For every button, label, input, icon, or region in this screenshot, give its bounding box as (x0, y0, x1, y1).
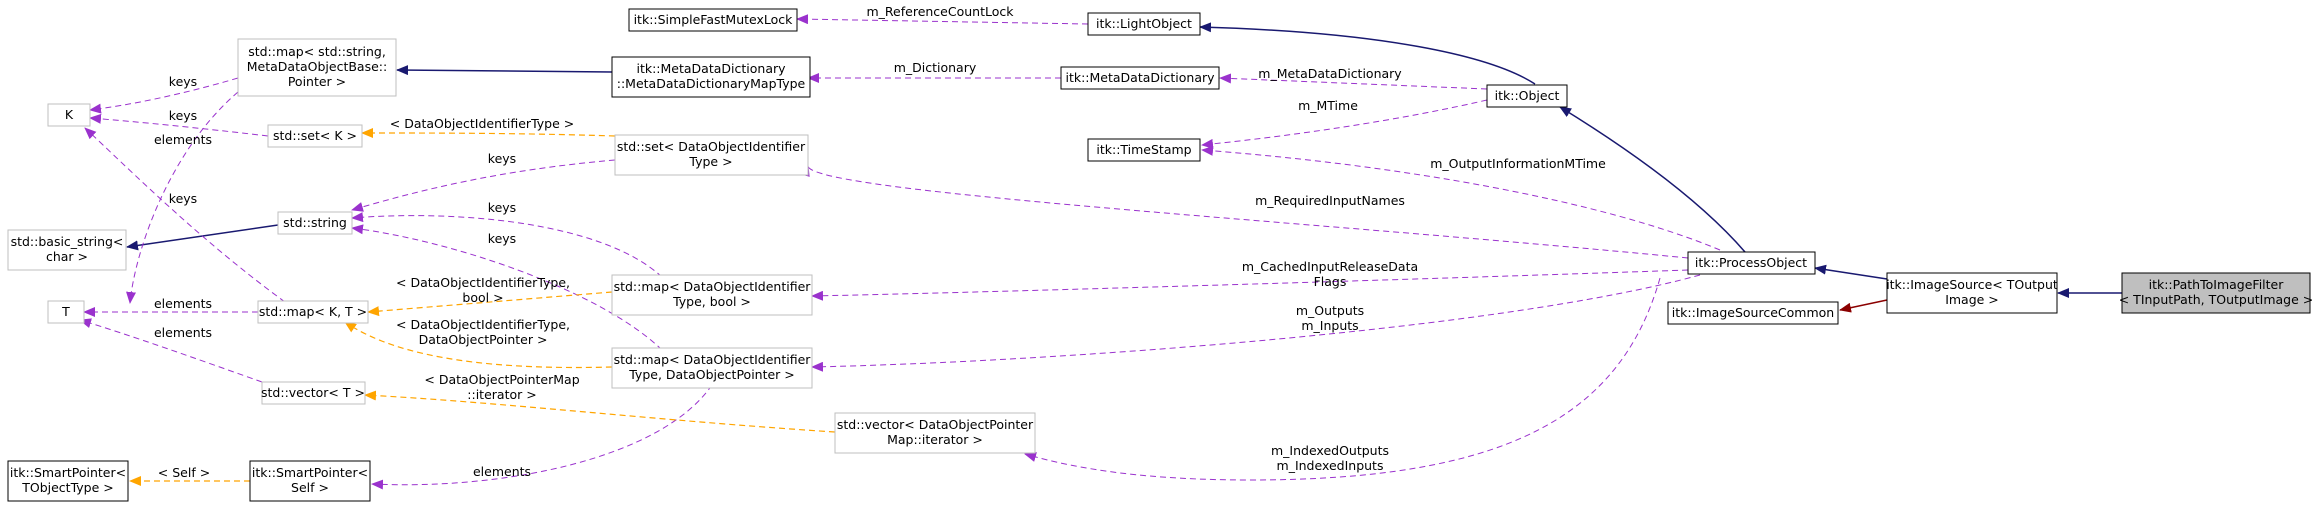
label-m-referencecountlock: m_ReferenceCountLock (867, 4, 1015, 19)
edge-elements-smartpointer (371, 384, 713, 490)
node-object[interactable]: itk::Object (1486, 84, 1568, 108)
edge-template-dopmap-iterator (364, 390, 836, 433)
label-keys-set: keys (169, 108, 197, 123)
edge-imagesource-to-imagesourcecommon (1839, 299, 1888, 313)
node-k[interactable]: K (47, 103, 91, 127)
edge-outputs-inputs (811, 274, 1701, 372)
edge-processobject-to-object (1559, 106, 1746, 253)
svg-text:itk::TimeStamp: itk::TimeStamp (1096, 142, 1191, 157)
edges (79, 14, 2122, 490)
node-pathtoimagefilter[interactable]: itk::PathToImageFilter< TInputPath, TOut… (2119, 272, 2314, 314)
node-simplefastmutexlock[interactable]: itk::SimpleFastMutexLock (628, 8, 798, 32)
node-smartpointer-self[interactable]: itk::SmartPointer<Self > (249, 460, 371, 502)
edge-keys-set (89, 113, 269, 137)
edge-template-doi-dop (344, 321, 613, 369)
label-keys-kt: keys (169, 191, 197, 206)
edge-labels: m_ReferenceCountLock m_Dictionary m_Meta… (154, 4, 1606, 480)
svg-text:itk::MetaDataDictionary: itk::MetaDataDictionary (1065, 70, 1215, 85)
node-stdmap-metadata[interactable]: std::map< std::string,MetaDataObjectBase… (237, 38, 397, 97)
edge-imagesource-to-processobject (1814, 264, 1888, 280)
label-elements-t: elements (154, 296, 212, 311)
svg-text:itk::PathToImageFilter< TInput: itk::PathToImageFilter< TInputPath, TOut… (2119, 277, 2314, 307)
svg-text:itk::ImageSourceCommon: itk::ImageSourceCommon (1672, 305, 1834, 320)
svg-text:std::map< std::string,MetaData: std::map< std::string,MetaDataObjectBase… (247, 44, 387, 89)
edge-referencecountlock (796, 14, 1089, 25)
label-doi-bool: < DataObjectIdentifierType,bool > (396, 275, 570, 305)
label-dopmap-iterator: < DataObjectPointerMap::iterator > (424, 372, 579, 402)
svg-text:itk::ImageSource< TOutputImage: itk::ImageSource< TOutputImage > (1886, 277, 2058, 307)
label-m-metadatadictionary: m_MetaDataDictionary (1258, 66, 1402, 81)
node-basicstring[interactable]: std::basic_string<char > (7, 229, 127, 271)
edge-keys-string (351, 159, 616, 212)
edge-keys-map (89, 77, 239, 114)
svg-text:itk::Object: itk::Object (1495, 88, 1560, 103)
label-m-dictionary: m_Dictionary (894, 60, 977, 75)
node-timestamp[interactable]: itk::TimeStamp (1087, 138, 1201, 162)
label-elements-smartpointer: elements (473, 464, 531, 479)
node-imagesourcecommon[interactable]: itk::ImageSourceCommon (1667, 301, 1839, 325)
node-t[interactable]: T (47, 300, 85, 324)
node-lightobject[interactable]: itk::LightObject (1087, 12, 1201, 36)
svg-text:std::vector< DataObjectPointer: std::vector< DataObjectPointerMap::itera… (837, 417, 1034, 447)
edge-elements-vector (79, 318, 263, 383)
node-metadatadictionarymaptype[interactable]: itk::MetaDataDictionary::MetaDataDiction… (611, 56, 811, 98)
edge-cachedinputreleasedataflags (811, 269, 1689, 301)
label-keys-string: keys (488, 151, 516, 166)
edge-keys-dop (351, 224, 663, 351)
label-keys-map: keys (169, 74, 197, 89)
svg-text:itk::SmartPointer<Self >: itk::SmartPointer<Self > (252, 465, 368, 495)
edge-template-doi (361, 128, 616, 139)
label-elements-map: elements (154, 132, 212, 147)
svg-text:itk::LightObject: itk::LightObject (1096, 16, 1192, 31)
svg-text:std::set< K >: std::set< K > (273, 128, 357, 143)
label-keys-bool: keys (488, 200, 516, 215)
svg-text:std::map< K, T >: std::map< K, T > (259, 304, 367, 319)
label-elements-vector: elements (154, 325, 212, 340)
label-m-outputinformationmtime: m_OutputInformationMTime (1430, 156, 1606, 171)
label-doi-type: < DataObjectIdentifierType > (390, 116, 574, 131)
svg-text:T: T (61, 304, 70, 319)
node-processobject[interactable]: itk::ProcessObject (1687, 251, 1816, 275)
label-keys-dop: keys (488, 231, 516, 246)
node-stdvector-t[interactable]: std::vector< T > (261, 381, 366, 405)
svg-text:K: K (65, 107, 74, 122)
svg-text:itk::ProcessObject: itk::ProcessObject (1695, 255, 1807, 270)
edge-metadatadictionarymaptype-to-stdmap (396, 65, 613, 76)
label-m-requiredinputnames: m_RequiredInputNames (1255, 193, 1405, 208)
node-stdset-k[interactable]: std::set< K > (267, 124, 363, 148)
label-doi-dop: < DataObjectIdentifierType,DataObjectPoi… (396, 317, 570, 347)
svg-text:std::map< DataObjectIdentifier: std::map< DataObjectIdentifierType, bool… (614, 279, 812, 309)
edge-mtime (1201, 99, 1488, 149)
label-m-mtime: m_MTime (1298, 98, 1358, 113)
edge-metadatadictionary (1219, 73, 1488, 90)
edge-keys-bool (351, 212, 663, 278)
node-metadatadictionary[interactable]: itk::MetaDataDictionary (1060, 66, 1220, 90)
svg-text:std::basic_string<char >: std::basic_string<char > (11, 234, 124, 264)
svg-text:itk::SimpleFastMutexLock: itk::SimpleFastMutexLock (634, 12, 794, 27)
node-smartpointer-tobj[interactable]: itk::SmartPointer<TObjectType > (7, 460, 129, 502)
node-stdmap-kt[interactable]: std::map< K, T > (257, 300, 369, 324)
edge-requiredinputnames (800, 164, 1689, 259)
svg-text:itk::SmartPointer<TObjectType: itk::SmartPointer<TObjectType > (10, 465, 126, 495)
edge-template-doi-bool (367, 291, 613, 317)
edge-object-to-lightobject (1199, 22, 1536, 85)
node-stdstring[interactable]: std::string (277, 211, 353, 235)
svg-text:std::string: std::string (283, 215, 347, 230)
svg-text:std::map< DataObjectIdentifier: std::map< DataObjectIdentifierType, Data… (614, 352, 812, 382)
nodes: itk::SimpleFastMutexLock itk::LightObjec… (7, 8, 2314, 502)
svg-text:std::vector< T >: std::vector< T > (261, 385, 365, 400)
label-self: < Self > (158, 465, 210, 480)
svg-text:std::set< DataObjectIdentifier: std::set< DataObjectIdentifierType > (617, 139, 806, 169)
svg-text:itk::MetaDataDictionary::MetaD: itk::MetaDataDictionary::MetaDataDiction… (617, 61, 806, 91)
